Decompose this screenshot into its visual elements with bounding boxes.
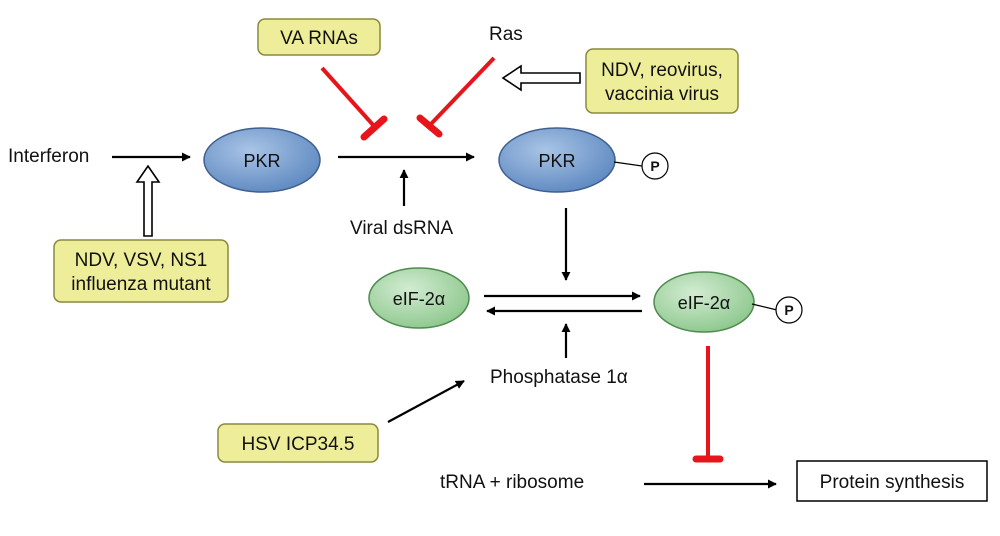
protein-synthesis-label: Protein synthesis [820, 472, 965, 493]
box-ndv-vsv: NDV, VSV, NS1 influenza mutant [53, 239, 229, 303]
box-protein-synthesis: Protein synthesis [796, 460, 988, 502]
box-ndv-reovirus-line-2: vaccinia virus [605, 84, 719, 105]
node-eif-right: eIF-2α [653, 271, 755, 333]
box-hsv-line-1: HSV ICP34.5 [242, 434, 355, 455]
eif-phospho-circle: P [775, 296, 803, 324]
box-ndv-reovirus-line-1: NDV, reovirus, [601, 60, 723, 81]
pkr-right-label: PKR [538, 151, 575, 171]
pkr-phospho-link [613, 161, 643, 167]
interferon-label: Interferon [8, 146, 89, 167]
box-va-rnas: VA RNAs [257, 18, 381, 56]
open-arrow-ndv-vsv-to-interferon [135, 164, 161, 237]
box-hsv: HSV ICP34.5 [217, 423, 379, 463]
phosphatase-label: Phosphatase 1α [490, 367, 628, 388]
pkr-phospho-label: P [650, 158, 659, 174]
eif-left-label: eIF-2α [393, 289, 445, 309]
eif-right-label: eIF-2α [678, 293, 730, 313]
inhibit-eif-to-protein [692, 346, 724, 463]
node-pkr-left: PKR [203, 127, 321, 193]
pkr-phospho-circle: P [641, 152, 669, 180]
node-pkr-right: PKR [498, 127, 616, 193]
eif-phospho-label: P [784, 302, 793, 318]
node-eif-left: eIF-2α [368, 267, 470, 329]
box-ndv-vsv-line-1: NDV, VSV, NS1 [75, 250, 208, 271]
box-ndv-vsv-line-2: influenza mutant [71, 274, 211, 295]
eif-phospho-link [751, 303, 778, 311]
box-va-rnas-line-1: VA RNAs [280, 28, 358, 49]
trna-ribosome-label: tRNA + ribosome [440, 472, 584, 493]
inhibit-ras [416, 56, 496, 138]
pkr-left-label: PKR [243, 151, 280, 171]
inhibit-va-rnas [320, 66, 388, 141]
box-ndv-reovirus: NDV, reovirus, vaccinia virus [585, 48, 739, 114]
open-arrow-ndv-reo-to-ras [501, 64, 581, 92]
ras-label: Ras [489, 24, 523, 45]
viral-dsrna-label: Viral dsRNA [350, 218, 453, 239]
arrow-hsv-to-phosphatase [387, 380, 465, 423]
